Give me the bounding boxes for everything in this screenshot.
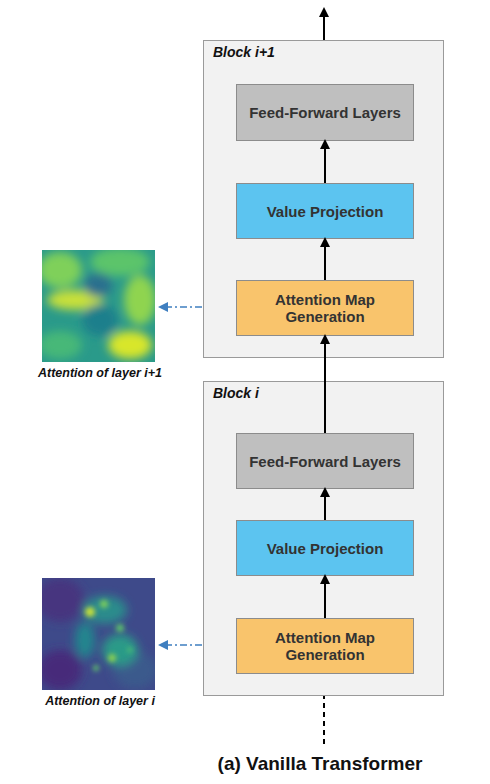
flow-arrow xyxy=(324,336,326,433)
figure-caption: (a) Vanilla Transformer xyxy=(170,753,470,775)
box-label: Attention Map Generation xyxy=(237,291,413,325)
feed-forward-box: Feed-Forward Layers xyxy=(236,84,414,141)
box-label: Feed-Forward Layers xyxy=(249,104,401,121)
box-label: Value Projection xyxy=(267,540,384,557)
attention-heatmap xyxy=(42,250,155,362)
box-label: Feed-Forward Layers xyxy=(249,453,401,470)
value-projection-box: Value Projection xyxy=(236,183,414,239)
value-projection-box: Value Projection xyxy=(236,520,414,576)
feed-forward-box: Feed-Forward Layers xyxy=(236,433,414,489)
box-label: Value Projection xyxy=(267,203,384,220)
heatmap-label: Attention of layer i+1 xyxy=(20,366,180,380)
block-heading: Block i xyxy=(213,385,259,401)
attention-heatmap xyxy=(42,578,155,690)
flow-arrow xyxy=(324,141,326,183)
attention-map-box: Attention Map Generation xyxy=(236,618,414,674)
transformer-block: Block i+1Feed-Forward LayersValue Projec… xyxy=(203,40,444,358)
flow-arrow xyxy=(324,239,326,280)
block-heading: Block i+1 xyxy=(213,44,275,60)
flow-arrow xyxy=(324,576,326,618)
attention-map-box: Attention Map Generation xyxy=(236,280,414,336)
heatmap-label: Attention of layer i xyxy=(20,694,180,708)
transformer-block: Block i Feed-Forward LayersValue Projecti… xyxy=(203,381,444,696)
box-label: Attention Map Generation xyxy=(237,629,413,663)
flow-arrow xyxy=(324,489,326,520)
